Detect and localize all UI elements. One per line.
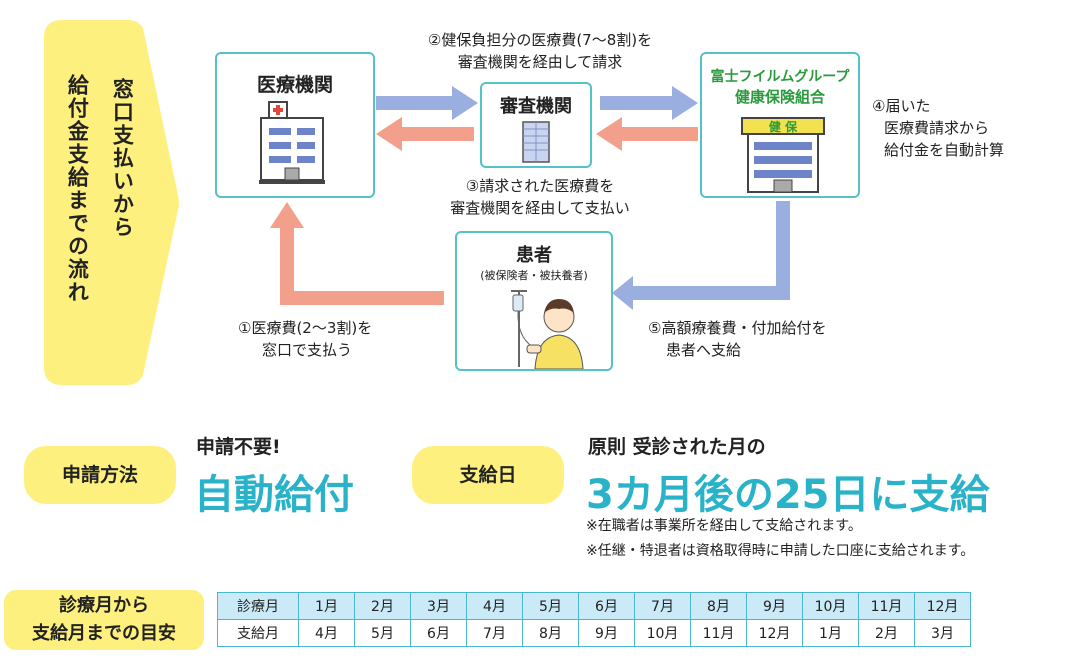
- patient-subtitle: (被保険者・被扶養者): [480, 269, 588, 282]
- payment-arrows: [270, 117, 698, 305]
- arrow-review-to-clinic: [400, 127, 474, 141]
- table-cell: 10月: [802, 592, 859, 620]
- table-cell: 5月: [522, 592, 579, 620]
- table-cell: 6月: [410, 619, 467, 647]
- request-arrows: [376, 86, 790, 310]
- table-cell: 2月: [354, 592, 411, 620]
- payment-day-big: 3カ月後の25日に支給: [586, 472, 990, 518]
- flow-label-line2: 給付金支給までの流れ: [65, 74, 90, 304]
- table-cell: 6月: [578, 592, 635, 620]
- schedule-label-line2: 支給月までの目安: [32, 623, 176, 644]
- arrow-union-to-review-head: [596, 117, 622, 151]
- step-2-line1: ②健保負担分の医療費(7〜8割)を: [427, 31, 653, 49]
- row1-head: 診療月: [217, 592, 299, 620]
- table-cell: 10月: [634, 619, 691, 647]
- table-cell: 5月: [354, 619, 411, 647]
- union-building-icon: [741, 117, 825, 193]
- hospital-icon: [259, 101, 325, 184]
- arrow-review-to-clinic-head: [376, 117, 402, 151]
- table-cell: 2月: [858, 619, 915, 647]
- step-3-note: ③請求された医療費を 審査機関を経由して支払い: [400, 176, 680, 220]
- office-building-icon: [522, 121, 550, 163]
- step-1-line1: ①医療費(2〜3割)を: [238, 319, 373, 337]
- table-cell: 7月: [466, 619, 523, 647]
- step-4-line2: 医療費請求から: [884, 118, 990, 137]
- table-cell: 3月: [914, 619, 971, 647]
- arrow-review-to-union-head: [672, 86, 698, 120]
- row2-head: 支給月: [217, 619, 299, 647]
- table-cell: 4月: [298, 619, 355, 647]
- table-cell: 12月: [914, 592, 971, 620]
- arrow-review-to-union: [600, 96, 674, 110]
- step-5-note: ⑤高額療養費・付加給付を 患者へ支給: [648, 318, 826, 362]
- application-label: 申請方法: [24, 446, 176, 504]
- table-row: 診療月 1月 2月 3月 4月 5月 6月 7月 8月 9月 10月 11月 1…: [217, 592, 971, 620]
- step-4-line1: ④届いた: [872, 97, 931, 115]
- step-3-line2: 審査機関を経由して支払い: [450, 198, 630, 217]
- step-3-line1: ③請求された医療費を: [465, 177, 615, 195]
- step-4-line3: 給付金を自動計算: [884, 140, 1005, 159]
- table-cell: 4月: [466, 592, 523, 620]
- payment-note-1: ※在職者は事業所を経由して支給されます。: [586, 518, 862, 534]
- review-title: 審査機関: [500, 96, 572, 117]
- clinic-node: 医療機関: [215, 52, 375, 198]
- payment-day-notes: ※在職者は事業所を経由して支給されます。 ※任継・特退者は資格取得時に申請した口…: [586, 514, 974, 563]
- patient-icon: [511, 290, 584, 369]
- union-title-line2: 健康保険組合: [734, 88, 825, 106]
- flow-label-chevron: [44, 20, 179, 385]
- schedule-table: 診療月 1月 2月 3月 4月 5月 6月 7月 8月 9月 10月 11月 1…: [217, 592, 971, 647]
- arrow-clinic-to-review: [376, 96, 454, 110]
- arrow-union-to-review: [620, 127, 698, 141]
- table-cell: 9月: [578, 619, 635, 647]
- table-cell: 1月: [802, 619, 859, 647]
- clinic-title: 医療機関: [256, 74, 333, 96]
- step-2-line2: 審査機関を経由して請求: [457, 52, 623, 71]
- application-small: 申請不要!: [196, 436, 281, 458]
- review-node: 審査機関: [480, 82, 592, 168]
- arrow-union-to-patient-head: [612, 276, 633, 310]
- flow-label-line1: 窓口支払いから: [110, 78, 135, 239]
- table-cell: 3月: [410, 592, 467, 620]
- application-big: 自動給付: [194, 472, 354, 518]
- arrow-patient-to-clinic-head: [270, 202, 304, 228]
- payment-day-small: 原則 受診された月の: [588, 436, 766, 458]
- arrow-clinic-to-review-head: [452, 86, 478, 120]
- table-cell: 8月: [522, 619, 579, 647]
- union-title-line1: 富士フイルムグループ: [710, 69, 850, 85]
- payment-day-label: 支給日: [412, 446, 564, 504]
- step-1-line2: 窓口で支払う: [262, 340, 353, 359]
- table-row: 支給月 4月 5月 6月 7月 8月 9月 10月 11月 12月 1月 2月 …: [217, 619, 971, 647]
- union-node: 富士フイルムグループ 健康保険組合 健 保: [700, 52, 860, 198]
- table-cell: 11月: [858, 592, 915, 620]
- table-cell: 7月: [634, 592, 691, 620]
- step-5-line1: ⑤高額療養費・付加給付を: [648, 319, 827, 337]
- step-2-note: ②健保負担分の医療費(7〜8割)を 審査機関を経由して請求: [390, 30, 690, 74]
- arrow-union-to-patient: [631, 201, 790, 300]
- schedule-label: 診療月から 支給月までの目安: [4, 590, 204, 650]
- table-cell: 9月: [746, 592, 803, 620]
- table-cell: 1月: [298, 592, 355, 620]
- union-sign: 健 保: [768, 120, 798, 134]
- step-4-note: ④届いた 医療費請求から 給付金を自動計算: [872, 96, 1004, 161]
- step-5-line2: 患者へ支給: [666, 340, 742, 359]
- arrow-patient-to-clinic: [280, 226, 444, 305]
- table-cell: 8月: [690, 592, 747, 620]
- payment-note-2: ※任継・特退者は資格取得時に申請した口座に支給されます。: [586, 542, 975, 559]
- table-cell: 11月: [690, 619, 747, 647]
- patient-title: 患者: [516, 245, 552, 266]
- schedule-label-line1: 診療月から: [59, 595, 149, 616]
- table-cell: 12月: [746, 619, 803, 647]
- step-1-note: ①医療費(2〜3割)を 窓口で支払う: [238, 318, 372, 362]
- patient-node: 患者 (被保険者・被扶養者): [455, 231, 613, 371]
